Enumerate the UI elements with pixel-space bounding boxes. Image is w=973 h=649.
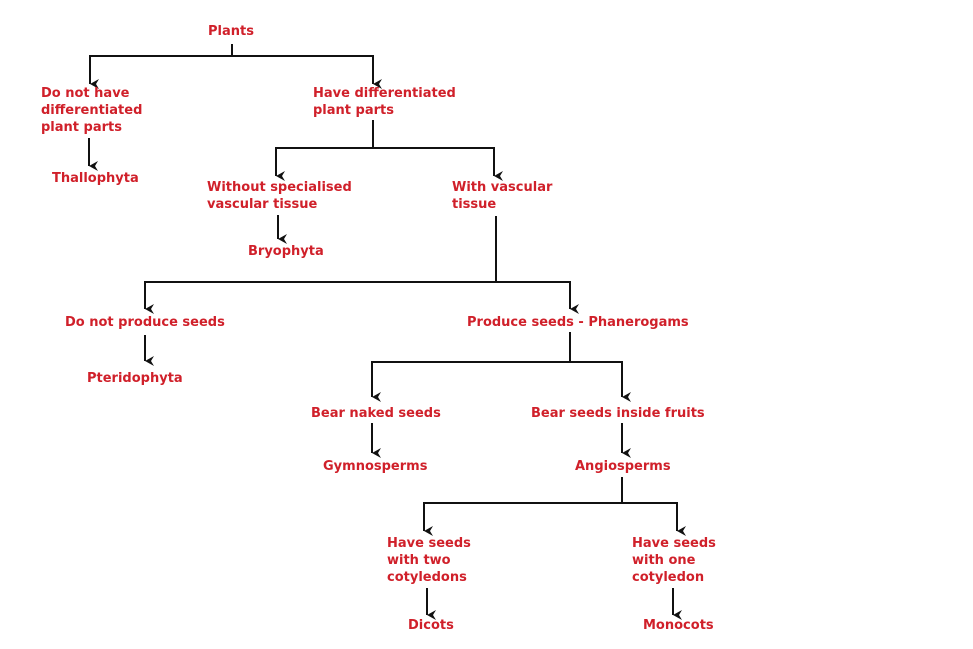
node-text: plant parts [41, 120, 122, 135]
node-naked-seeds: Bear naked seeds [311, 405, 441, 422]
node-text: Dicots [408, 618, 454, 633]
node-text: Do not have [41, 86, 130, 101]
node-plants: Plants [208, 23, 254, 40]
node-text: Bryophyta [248, 244, 324, 259]
node-bryophyta: Bryophyta [248, 243, 324, 260]
node-without-vascular-tissue: Without specialised vascular tissue [207, 179, 352, 213]
node-gymnosperms: Gymnosperms [323, 458, 427, 475]
node-text: differentiated [41, 103, 143, 118]
node-text: cotyledon [632, 570, 705, 585]
node-text: Monocots [643, 618, 714, 633]
node-text: Bear seeds inside fruits [531, 406, 705, 421]
node-text: Gymnosperms [323, 459, 428, 474]
node-text: cotyledons [387, 570, 467, 585]
node-angiosperms: Angiosperms [575, 458, 671, 475]
node-no-seeds: Do not produce seeds [65, 314, 225, 331]
node-dicots: Dicots [408, 617, 454, 634]
node-monocots: Monocots [643, 617, 714, 634]
node-seeds-inside-fruits: Bear seeds inside fruits [531, 405, 705, 422]
node-text: vascular tissue [207, 197, 318, 212]
node-no-differentiated-parts: Do not have differentiated plant parts [41, 85, 142, 136]
node-text: Without specialised [207, 180, 352, 195]
node-text: Pteridophyta [87, 371, 183, 386]
node-text: tissue [452, 197, 497, 212]
node-text: Have seeds [387, 536, 471, 551]
node-produce-seeds: Produce seeds - Phanerogams [467, 314, 689, 331]
node-text: with two [387, 553, 451, 568]
node-pteridophyta: Pteridophyta [87, 370, 183, 387]
node-text: with one [632, 553, 696, 568]
node-text: Have differentiated [313, 86, 456, 101]
node-text: Thallophyta [52, 171, 139, 186]
node-have-differentiated-parts: Have differentiated plant parts [313, 85, 456, 119]
node-two-cotyledons: Have seeds with two cotyledons [387, 535, 471, 586]
node-text: Bear naked seeds [311, 406, 441, 421]
node-text: With vascular [452, 180, 553, 195]
node-with-vascular-tissue: With vascular tissue [452, 179, 552, 213]
node-text: Plants [208, 24, 254, 39]
node-text: Produce seeds - Phanerogams [467, 315, 689, 330]
node-one-cotyledon: Have seeds with one cotyledon [632, 535, 716, 586]
node-text: Angiosperms [575, 459, 671, 474]
node-text: Do not produce seeds [65, 315, 225, 330]
node-text: plant parts [313, 103, 394, 118]
node-thallophyta: Thallophyta [52, 170, 139, 187]
node-text: Have seeds [632, 536, 716, 551]
